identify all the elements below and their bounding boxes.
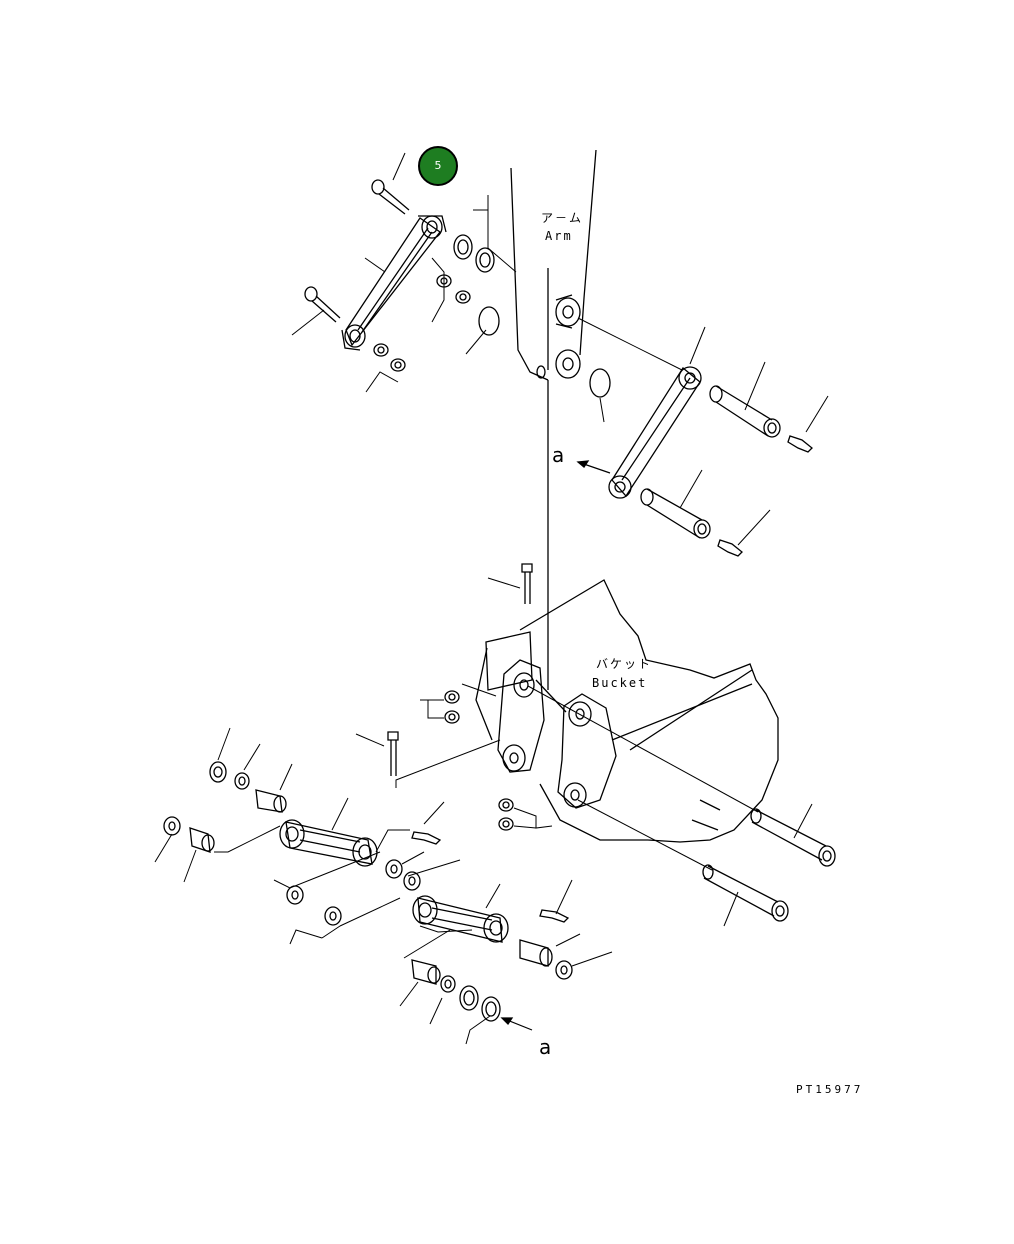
bucket-pin-upper: [750, 808, 836, 867]
shims-top: [453, 234, 495, 273]
leader-lines-bucket-pins: [723, 803, 813, 927]
drawing-code: PT15977: [796, 1083, 864, 1096]
bucket-label-jp: バケット: [596, 657, 653, 671]
arm-outline: [510, 149, 597, 381]
pin-upper-right: [709, 385, 781, 438]
bushings-right: [411, 939, 573, 1022]
leader-lines-top-left: [291, 152, 605, 423]
arm-label-jp: ア－ム: [541, 211, 584, 225]
arm-boss-lower: [555, 349, 581, 379]
link-top-left: [341, 215, 447, 351]
bucket-label-en: Bucket: [592, 676, 648, 690]
bucket-outline: [475, 579, 779, 843]
arm-bushing: [536, 365, 546, 379]
nuts-upper: [436, 274, 471, 304]
pin-lower-right: [640, 488, 711, 539]
nuts-lower: [373, 343, 406, 372]
bucket-nuts-lower: [498, 798, 514, 831]
arm-label-en: Arm: [545, 229, 573, 243]
link-lower-upper: [279, 819, 378, 867]
bucket-nuts-left: [444, 690, 460, 724]
view-label-top: a: [552, 443, 565, 467]
leader-lines-lower: [154, 727, 613, 1045]
arm-boss-upper: [555, 294, 581, 329]
plate-washer-top: [478, 306, 500, 336]
bucket-bolt-left: [387, 731, 399, 776]
leader-lines-right: [679, 326, 829, 546]
bucket-bolt-top: [521, 563, 533, 604]
seals-middle: [286, 859, 421, 926]
bolt-top: [371, 179, 410, 215]
grease-fittings-links: [411, 831, 570, 923]
bucket-pin-lower: [702, 864, 789, 922]
grease-fitting-lower: [717, 539, 743, 557]
grease-fitting-upper: [787, 435, 813, 453]
callout-number-badge[interactable]: 5: [418, 146, 458, 186]
bucket-boss-left: [497, 659, 545, 773]
bolt-middle-left: [304, 286, 341, 323]
plate-washer-arm: [589, 368, 611, 398]
link-lower-lower: [412, 895, 509, 943]
bushings-left: [163, 761, 287, 853]
link-right: [608, 366, 702, 499]
bucket-pin-axis-lower: [577, 799, 713, 871]
bucket-pin-axis-upper: [527, 685, 759, 813]
leader-bucket-bolt-top: [487, 577, 521, 589]
view-label-bottom: a: [539, 1035, 552, 1059]
bucket-boss-right: [557, 693, 617, 809]
pin-axis-line: [577, 317, 683, 371]
